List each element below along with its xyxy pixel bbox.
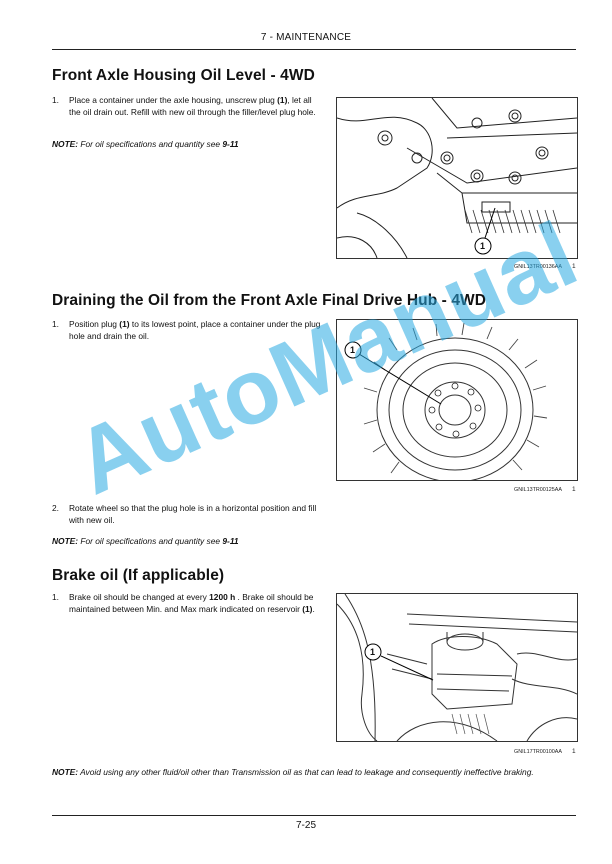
step-text-part: Brake oil should be changed at every — [69, 592, 210, 602]
step-text: Place a container under the axle housing… — [69, 95, 323, 118]
brake-oil-note: NOTE: Avoid using any other fluid/oil ot… — [52, 767, 576, 779]
wheel-hub-illustration — [344, 322, 548, 480]
step-number: 1. — [52, 592, 59, 602]
step-text: Brake oil should be changed at every 120… — [69, 592, 323, 615]
step-text: Rotate wheel so that the plug hole is in… — [69, 503, 317, 525]
section2-note: NOTE: For oil specifications and quantit… — [52, 536, 239, 548]
figure-number: 1 — [572, 748, 576, 755]
figure-caption: GNIL13TR00136AA — [514, 264, 562, 270]
section-title-draining-final-drive-hub: Draining the Oil from the Front Axle Fin… — [52, 292, 487, 309]
plug-reference: (1) — [119, 319, 130, 329]
section-title-front-axle-housing-oil-level: Front Axle Housing Oil Level - 4WD — [52, 67, 315, 84]
note-text: For oil specifications and quantity see — [78, 139, 223, 149]
figure-number: 1 — [572, 486, 576, 493]
figure-number: 1 — [572, 263, 576, 270]
section3-step-1: 1. Brake oil should be changed at every … — [52, 592, 322, 632]
note-label: NOTE: — [52, 536, 79, 546]
step-number: 1. — [52, 95, 59, 105]
figure-final-drive-hub-wheel: 1 — [336, 319, 578, 481]
page-header-title: 7 - MAINTENANCE — [260, 32, 352, 43]
step-text-part: to its lowest point, place a container u… — [69, 319, 321, 341]
figure-callout-1: 1 — [350, 345, 356, 355]
section1-note: NOTE: For oil specifications and quantit… — [52, 139, 239, 151]
note-page-reference: 9-11 — [222, 139, 239, 149]
note-text: For oil specifications and quantity see — [78, 536, 223, 546]
step-text-part: Place a container under the axle housing… — [69, 95, 278, 105]
figure-front-axle-housing: 1 — [336, 97, 578, 259]
header-rule — [52, 49, 576, 50]
section1-step-1: 1. Place a container under the axle hous… — [52, 95, 322, 135]
section-title-brake-oil: Brake oil (If applicable) — [52, 567, 225, 584]
note-label: NOTE: — [52, 139, 79, 149]
brake-reservoir-illustration — [337, 594, 577, 741]
step-text-part: Position plug — [69, 319, 120, 329]
step-number: 2. — [52, 503, 59, 513]
reservoir-reference: (1) — [302, 603, 313, 614]
step-text-part: . Brake oil should be maintained between… — [69, 592, 314, 614]
step-text-part: , let all the oil drain out. Refill with… — [69, 95, 316, 117]
figure-caption: GNIL13TR00125AA — [514, 487, 562, 493]
note-label: NOTE: — [52, 767, 79, 777]
page-number: 7-25 — [295, 820, 316, 831]
front-axle-housing-illustration — [337, 98, 577, 258]
note-text: Avoid using any other fluid/oil other th… — [78, 767, 534, 777]
step-number: 1. — [52, 319, 59, 329]
section2-step-1: 1. Position plug (1) to its lowest point… — [52, 319, 322, 347]
note-page-reference: 9-11 — [222, 536, 239, 546]
change-interval: 1200 h — [209, 592, 236, 602]
figure-caption: GNIL17TR00100AA — [514, 749, 562, 755]
step-text: Position plug (1) to its lowest point, p… — [69, 319, 323, 342]
figure-brake-oil-reservoir: 1 — [336, 593, 578, 742]
step-text-part: . — [312, 603, 315, 614]
plug-reference: (1) — [277, 95, 288, 105]
section2-step-2: 2. Rotate wheel so that the plug hole is… — [52, 503, 322, 531]
figure-callout-1: 1 — [370, 647, 376, 657]
figure-callout-1: 1 — [480, 241, 486, 251]
footer-rule — [52, 815, 576, 816]
